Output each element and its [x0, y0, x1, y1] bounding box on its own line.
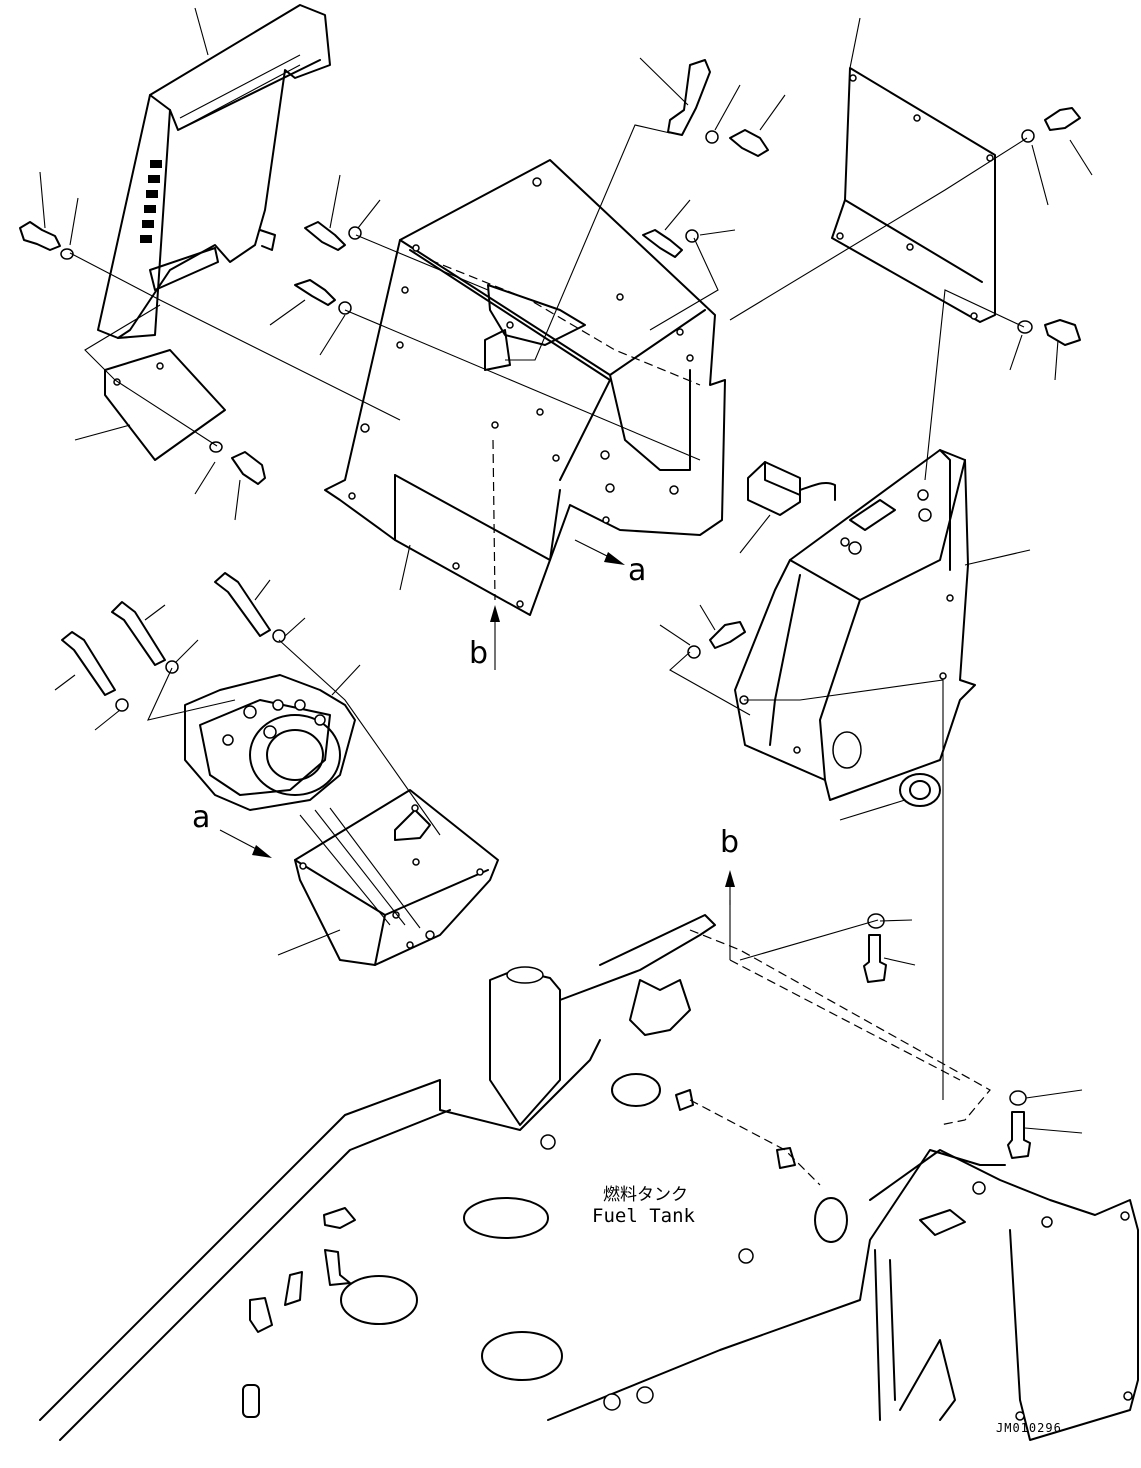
side-cover [734, 449, 976, 801]
tank-fasteners [863, 913, 1031, 1159]
drawing-number: JM010296 [996, 1421, 1062, 1435]
center-fasteners [294, 59, 769, 315]
controller-bolts [61, 572, 286, 712]
bracket-plate [104, 349, 226, 461]
view-b-label-console: b [469, 636, 489, 671]
controller-bracket [294, 789, 499, 966]
view-arrows [219, 539, 735, 905]
bolt-washer-group-left [19, 221, 266, 485]
grommet [899, 773, 941, 807]
assembly-guide-lines [69, 124, 1028, 1186]
side-cover-fasteners [687, 621, 746, 659]
view-b-label-tank: b [720, 825, 740, 860]
controller-unit [184, 674, 356, 811]
fuel-tank [39, 914, 1139, 1441]
view-a-label-bracket: a [192, 800, 211, 835]
sensor-unit [747, 461, 836, 516]
armrest-bracket [97, 4, 331, 339]
callout-leaders [39, 7, 1093, 1134]
cover-plate [831, 67, 996, 323]
view-a-label-console: a [628, 553, 647, 588]
fuel-tank-label-en: Fuel Tank [592, 1205, 695, 1227]
console-box [324, 159, 726, 616]
cover-plate-fasteners [1017, 107, 1081, 346]
fuel-tank-label-jp: 燃料タンク [603, 1185, 688, 1205]
